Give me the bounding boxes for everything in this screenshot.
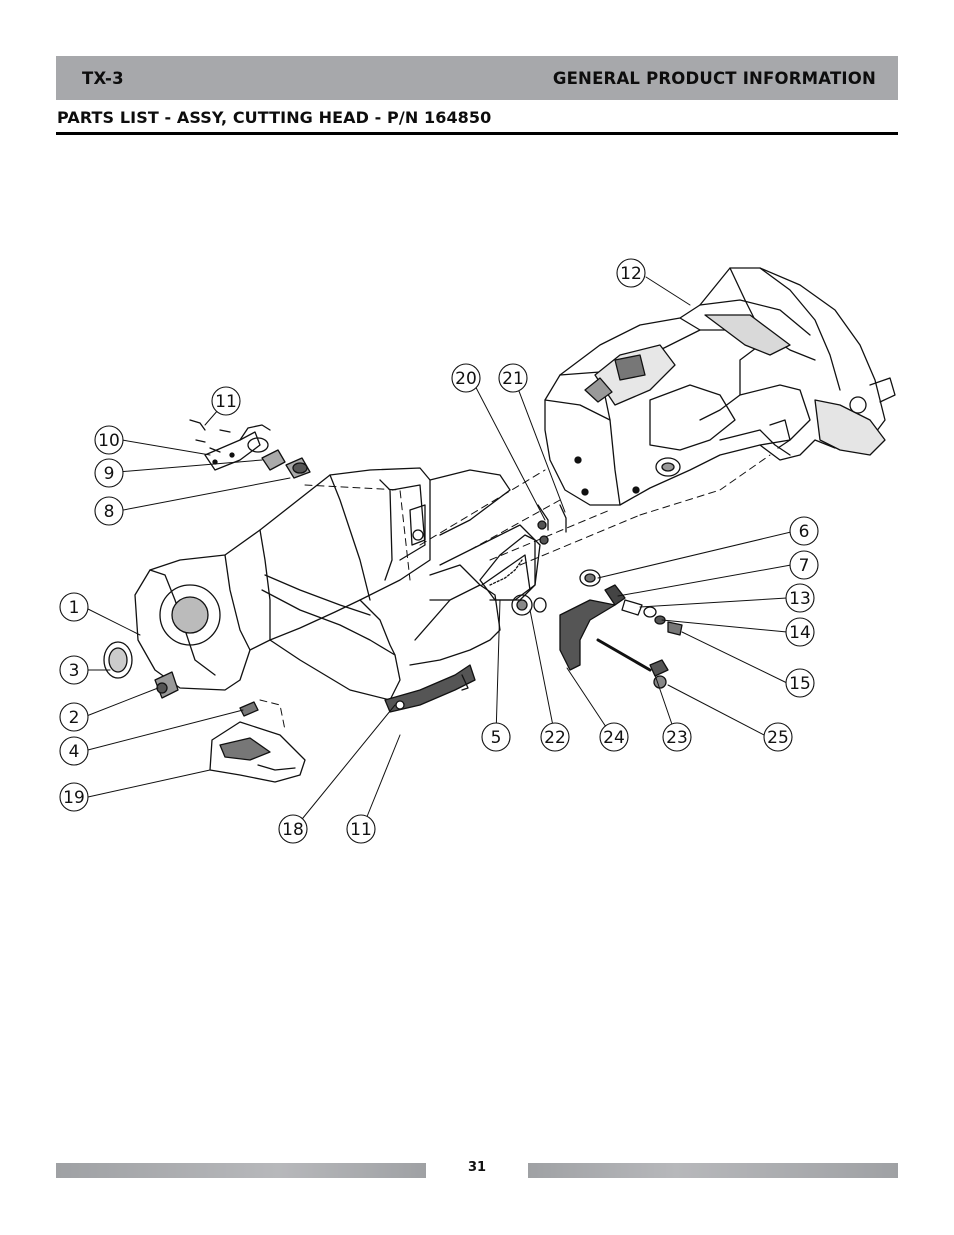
callout-19: 19 [63, 788, 85, 808]
assembly-guide-lines [259, 454, 771, 731]
header-bar: TX-3 GENERAL PRODUCT INFORMATION [56, 56, 898, 100]
page-title: PARTS LIST - ASSY, CUTTING HEAD - P/N 16… [57, 108, 492, 127]
callout-21: 21 [502, 369, 524, 389]
callout-11-top: 11 [215, 392, 237, 412]
carriage-arm [134, 467, 541, 701]
callout-25: 25 [767, 728, 789, 748]
callout-7: 7 [799, 556, 810, 576]
bearing-ring [103, 641, 133, 679]
callout-6: 6 [799, 522, 810, 542]
bushing [154, 671, 179, 699]
section-name: GENERAL PRODUCT INFORMATION [552, 68, 876, 88]
motor-housing [544, 267, 896, 506]
footer-bar-left [56, 1163, 426, 1178]
callout-23: 23 [666, 728, 688, 748]
dust-chute [209, 721, 306, 783]
mounting-bracket [204, 424, 271, 471]
callout-3: 3 [69, 661, 80, 681]
lower-guard [384, 664, 476, 713]
callout-2: 2 [69, 708, 80, 728]
callout-20: 20 [455, 369, 477, 389]
callout-9: 9 [104, 464, 115, 484]
bushing-pair [261, 449, 311, 479]
leader-lines [83, 276, 792, 830]
knob-hardware [511, 569, 683, 689]
callout-15: 15 [789, 674, 811, 694]
callout-14: 14 [789, 623, 811, 643]
callout-1: 1 [69, 598, 80, 618]
callout-5: 5 [491, 728, 502, 748]
callout-18: 18 [282, 820, 304, 840]
callout-24: 24 [603, 728, 625, 748]
title-divider [56, 132, 898, 135]
bevel-scale-plate [479, 534, 536, 601]
callout-13: 13 [789, 589, 811, 609]
footer-bar-right [528, 1163, 898, 1178]
callout-12: 12 [620, 264, 642, 284]
page-number: 31 [467, 1160, 487, 1175]
model-name: TX-3 [82, 68, 124, 88]
callout-4: 4 [69, 742, 80, 762]
callout-11-bottom: 11 [350, 820, 372, 840]
pin [239, 701, 259, 717]
callout-8: 8 [104, 502, 115, 522]
screws-20-21 [537, 504, 567, 545]
callout-22: 22 [544, 728, 566, 748]
callout-10: 10 [98, 431, 120, 451]
screw-a [189, 419, 206, 431]
